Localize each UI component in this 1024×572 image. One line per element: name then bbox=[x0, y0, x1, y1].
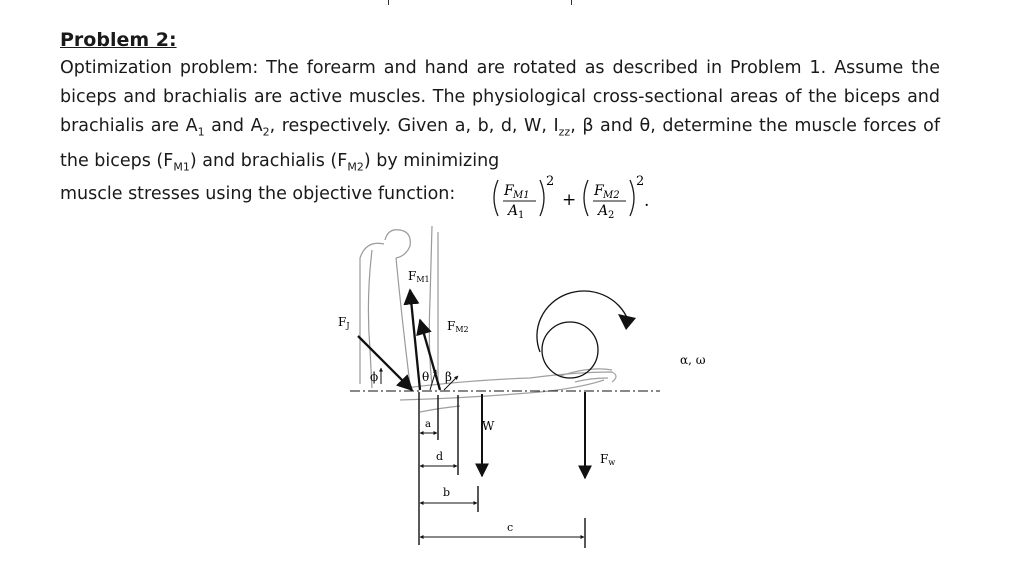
rotation-arrow bbox=[536, 290, 629, 353]
statement-part: , respectively. Given a, b, d, W, I bbox=[269, 116, 559, 136]
statement-part: Optimization problem: The forearm and ha… bbox=[60, 58, 940, 136]
statement-sub: zz bbox=[558, 125, 571, 139]
label-fj: FJ bbox=[338, 315, 350, 330]
page-edge-tick-right bbox=[571, 0, 572, 5]
label-w: W bbox=[482, 419, 495, 433]
formula-num1: F bbox=[503, 183, 515, 199]
formula-num2-sub: M2 bbox=[602, 190, 620, 201]
dimension-lines bbox=[418, 392, 586, 548]
label-b: b bbox=[443, 486, 450, 499]
objective-line: muscle stresses using the objective func… bbox=[60, 184, 456, 204]
label-phi: ϕ bbox=[370, 370, 378, 384]
formula-num2: F bbox=[593, 183, 605, 199]
formula-exp2: 2 bbox=[636, 174, 644, 189]
ball bbox=[541, 321, 599, 379]
problem-statement: Optimization problem: The forearm and ha… bbox=[60, 54, 940, 181]
statement-sub: M1 bbox=[173, 160, 190, 173]
label-d: d bbox=[436, 450, 443, 463]
formula-exp1: 2 bbox=[546, 174, 554, 189]
formula-den2: A bbox=[596, 203, 608, 219]
label-theta: θ bbox=[422, 370, 429, 384]
fm2-vector bbox=[416, 318, 442, 391]
fj-vector bbox=[357, 335, 414, 392]
label-fm1: FM1 bbox=[408, 269, 430, 284]
formula-den2-sub: 2 bbox=[608, 210, 614, 221]
label-fw: Fw bbox=[600, 452, 615, 467]
statement-part: , β and θ, determine the muscle forces o… bbox=[60, 116, 940, 171]
formula-plus: + bbox=[562, 190, 576, 210]
objective-function: F M1 A 1 2 + F M2 A 2 2 . bbox=[493, 174, 649, 221]
page-edge-tick-left bbox=[388, 0, 389, 5]
label-c: c bbox=[507, 521, 513, 534]
problem-heading: Problem 2: bbox=[60, 29, 177, 51]
label-fm2: FM2 bbox=[447, 319, 469, 334]
statement-part: ) and brachialis (F bbox=[189, 150, 348, 171]
label-beta: β bbox=[445, 370, 452, 384]
arm-free-body-diagram: FM1 FM2 FJ θ β ϕ a d b c W Fw α, ω bbox=[338, 225, 706, 548]
formula-num1-sub: M1 bbox=[512, 190, 530, 201]
upper-arm-outline bbox=[359, 225, 439, 389]
theta-arrow bbox=[429, 369, 437, 391]
formula-den1-sub: 1 bbox=[518, 210, 524, 221]
beta-arrow bbox=[443, 375, 459, 391]
forearm-outline bbox=[399, 368, 617, 413]
statement-sub: M2 bbox=[347, 160, 364, 173]
statement-part: ) by minimizing bbox=[363, 150, 500, 171]
statement-sub: 2 bbox=[262, 125, 270, 139]
problem-block: Problem 2: Optimization problem: The for… bbox=[60, 26, 940, 221]
rotation-arrowhead bbox=[618, 314, 636, 330]
statement-sub: 1 bbox=[197, 125, 205, 139]
label-alpha-omega: α, ω bbox=[680, 353, 706, 367]
fm1-vector bbox=[403, 288, 422, 391]
label-a: a bbox=[425, 419, 431, 430]
formula-den1: A bbox=[506, 203, 518, 219]
formula-period: . bbox=[644, 191, 649, 211]
statement-part: and A bbox=[204, 116, 263, 136]
